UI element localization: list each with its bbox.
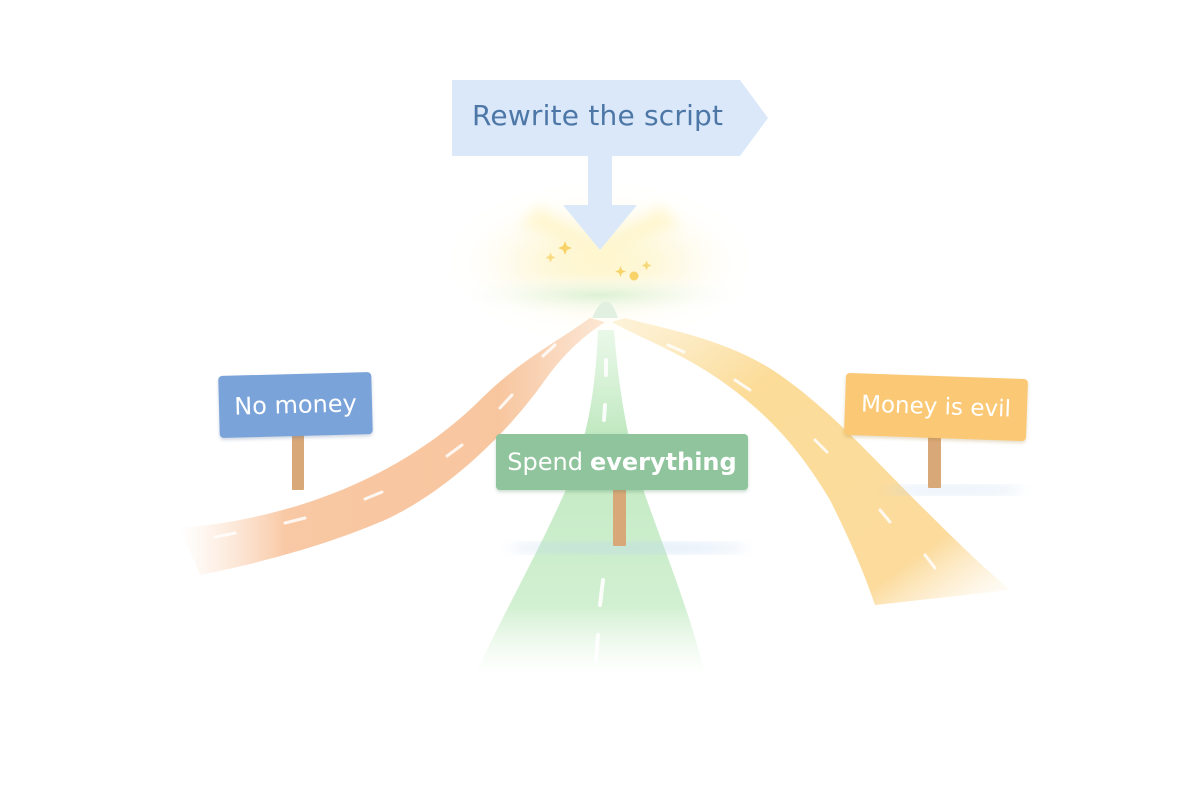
road-mid-dashes xyxy=(594,358,608,662)
road-left-dashes xyxy=(213,343,557,539)
shadow-mid xyxy=(508,543,748,553)
shadow-right xyxy=(885,486,1025,494)
light-rays xyxy=(520,205,680,250)
horizon-hill xyxy=(450,273,750,317)
sign-label-normal: Spend xyxy=(507,448,583,476)
convergence-point xyxy=(592,301,618,318)
sign-post-left xyxy=(292,430,304,490)
road-right xyxy=(612,318,1010,605)
sign-label-bold: everything xyxy=(589,448,737,476)
road-right-dashes xyxy=(666,343,937,570)
destination-callout xyxy=(452,80,768,156)
sign-money-is-evil: Money is evil xyxy=(843,372,1029,442)
sign-post-mid xyxy=(613,486,626,546)
road-mid xyxy=(475,330,705,675)
arrow-down-icon xyxy=(563,154,637,250)
sign-label: Money is evil xyxy=(860,391,1012,423)
sign-post-right xyxy=(928,430,941,488)
sign-no-money: No money xyxy=(218,372,373,438)
destination-label: Rewrite the script xyxy=(472,99,724,132)
sign-label: No money xyxy=(233,389,358,421)
sparkle-icon xyxy=(545,241,652,281)
road-left xyxy=(180,318,605,575)
